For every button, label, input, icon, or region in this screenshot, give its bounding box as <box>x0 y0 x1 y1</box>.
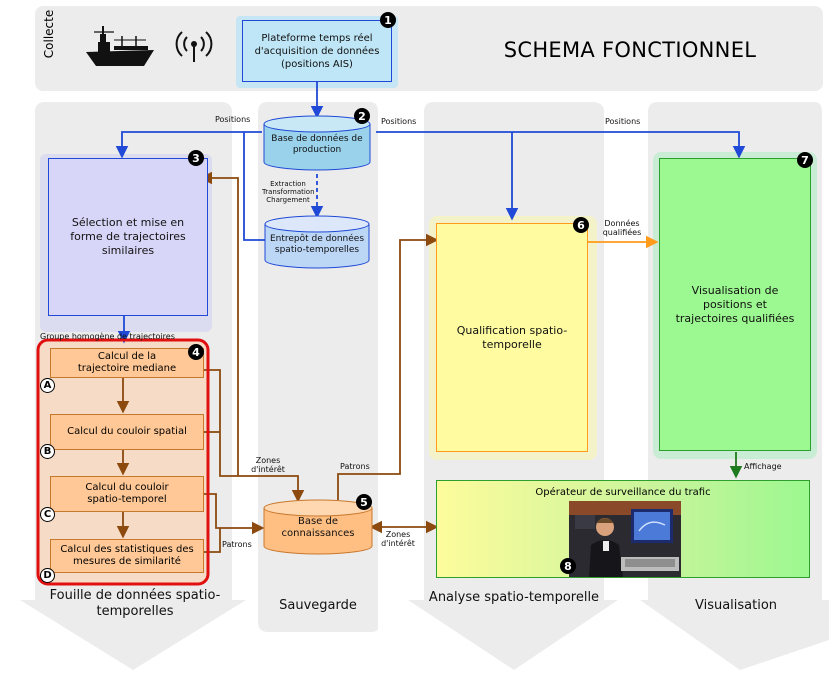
selection-label: Sélection et mise en forme de trajectoir… <box>70 216 186 257</box>
knowledge-base-label: Base de connaissances <box>281 516 355 539</box>
badge-4: 4 <box>188 344 204 360</box>
step-a-label: Calcul de la trajectoire mediane <box>77 351 177 374</box>
warehouse-label: Entrepôt de données spatio-temporelles <box>269 234 365 255</box>
cylinder-db-production <box>263 115 371 171</box>
donnees-qualifiees-label: Données qualifiées <box>602 219 642 237</box>
patrons-label-top: Patrons <box>340 462 370 471</box>
step-d-letter: D <box>40 568 55 583</box>
step-d-label: Calcul des statistiques des mesures de s… <box>60 544 194 567</box>
badge-6: 6 <box>573 217 589 233</box>
step-c-box: Calcul du couloir spatio-temporel <box>50 476 204 512</box>
operator-label: Opérateur de surveillance du trafic <box>535 487 711 498</box>
etl-label: Extraction Transformation Chargement <box>262 180 315 204</box>
broadcast-antenna-icon <box>175 31 213 62</box>
affichage-label: Affichage <box>744 462 782 471</box>
zones-interet-label-right: Zones d'intérêt <box>381 530 415 548</box>
step-c-letter: C <box>40 507 55 522</box>
step-b-box: Calcul du couloir spatial <box>50 414 204 450</box>
badge-7: 7 <box>797 152 813 168</box>
selection-box: Sélection et mise en forme de trajectoir… <box>48 158 208 316</box>
page-title: SCHEMA FONCTIONNEL <box>503 38 757 62</box>
acquisition-platform-label: Plateforme temps réel d'acquisition de d… <box>254 32 380 70</box>
zones-interet-label-left: Zones d'intérêt <box>251 456 285 474</box>
acquisition-platform-box: Plateforme temps réel d'acquisition de d… <box>242 20 392 82</box>
step-c-label: Calcul du couloir spatio-temporel <box>85 482 169 505</box>
cylinder-knowledge-base <box>263 499 373 555</box>
badge-3: 3 <box>188 150 204 166</box>
qualification-label: Qualification spatio-temporelle <box>456 323 568 351</box>
cargo-ship-icon <box>86 26 154 66</box>
collecte-label: Collecte <box>42 9 56 59</box>
db-production-label: Base de données de production <box>271 134 363 155</box>
positions-label-right: Positions <box>605 117 641 126</box>
step-b-label: Calcul du couloir spatial <box>67 426 187 437</box>
section-visualisation: Visualisation <box>694 598 778 613</box>
badge-2: 2 <box>354 108 370 124</box>
qualification-box: Qualification spatio-temporelle <box>436 223 588 452</box>
step-d-box: Calcul des statistiques des mesures de s… <box>50 539 204 573</box>
badge-8: 8 <box>560 558 576 574</box>
fouille-frame-border <box>36 338 210 586</box>
patrons-label-left: Patrons <box>222 540 252 549</box>
cylinder-warehouse <box>264 215 370 269</box>
groupe-label: Groupe homogène de trajectoires <box>40 332 175 341</box>
section-sauvegarde: Sauvegarde <box>279 598 357 613</box>
step-a-box: Calcul de la trajectoire mediane <box>50 348 204 378</box>
collecte-band <box>35 6 823 91</box>
badge-1: 1 <box>380 12 396 28</box>
blue-arrows <box>115 82 746 344</box>
operator-box: Opérateur de surveillance du trafic <box>436 480 810 578</box>
visualisation-label: Visualisation de positions et trajectoir… <box>675 283 795 325</box>
positions-label-middle: Positions <box>381 117 417 126</box>
section-fouille: Fouille de données spatio-temporelles <box>49 588 221 619</box>
brown-arrows <box>116 171 439 553</box>
positions-label-left: Positions <box>215 115 251 124</box>
step-a-letter: A <box>40 378 55 393</box>
step-b-letter: B <box>40 444 55 459</box>
section-analyse: Analyse spatio-temporelle <box>428 590 600 605</box>
visualisation-box: Visualisation de positions et trajectoir… <box>659 158 811 451</box>
badge-5: 5 <box>356 494 372 510</box>
operator-photo <box>569 501 681 577</box>
